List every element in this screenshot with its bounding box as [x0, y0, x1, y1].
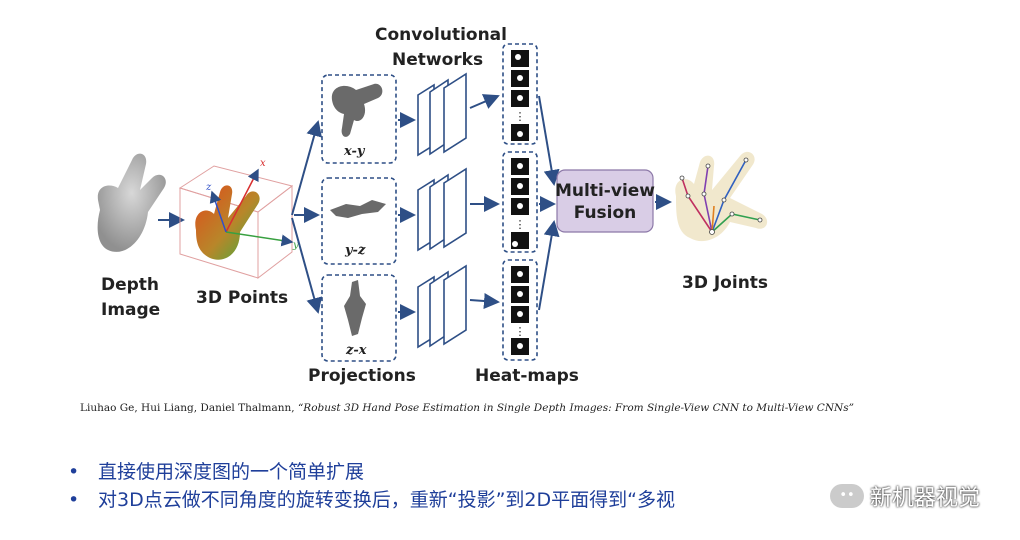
- citation-authors: Liuhao Ge, Hui Liang, Daniel Thalmann,: [80, 402, 298, 414]
- fusion-label-line1: Multi-view: [555, 181, 655, 201]
- bullet-symbol: •: [68, 489, 80, 511]
- fusion-box: Multi-view Fusion: [555, 169, 655, 233]
- watermark: •• 新机器视觉: [830, 480, 980, 512]
- bullet-symbol: •: [68, 461, 80, 483]
- heatmaps-label: Heat-maps: [475, 366, 579, 386]
- citation: Liuhao Ge, Hui Liang, Daniel Thalmann, “…: [80, 402, 854, 414]
- proj-xy-label: x-y: [343, 144, 366, 159]
- arrows-proj-to-cnn: [398, 112, 416, 320]
- heatmaps-column-2: ⋮: [502, 151, 538, 253]
- proj-zx-label: z-x: [345, 343, 367, 358]
- conv-label-line2: Networks: [392, 50, 483, 70]
- joints-hand: [675, 151, 768, 242]
- fusion-label-line2: Fusion: [574, 203, 637, 223]
- bullet-item-2: • 对3D点云做不同角度的旋转变换后，重新“投影”到2D平面得到“多视: [68, 486, 675, 514]
- watermark-text: 新机器视觉: [870, 486, 981, 511]
- citation-title: “Robust 3D Hand Pose Estimation in Singl…: [297, 402, 854, 414]
- axis-z-label: z: [205, 182, 212, 193]
- bullet-list: • 直接使用深度图的一个简单扩展 • 对3D点云做不同角度的旋转变换后，重新“投影”…: [68, 458, 675, 514]
- pipeline-diagram: Depth Image x y z 3D Points x-y y-z z-x …: [97, 25, 768, 386]
- svg-text:⋮: ⋮: [515, 110, 526, 123]
- branch-arrows: [291, 120, 322, 314]
- bullet-item-1: • 直接使用深度图的一个简单扩展: [68, 458, 675, 486]
- projection-xy: x-y: [321, 74, 397, 164]
- svg-text:⋮: ⋮: [515, 218, 526, 231]
- projections-label: Projections: [308, 366, 416, 386]
- joints-label: 3D Joints: [682, 273, 768, 293]
- depth-label-line2: Image: [101, 300, 160, 320]
- heatmaps-column-3: ⋮: [502, 259, 538, 361]
- point-cloud-3d: x y z: [178, 158, 299, 280]
- heatmaps-column-1: ⋮: [502, 43, 538, 145]
- conv-label-line1: Convolutional: [375, 25, 507, 45]
- depth-image-hand: [97, 153, 166, 252]
- arrows-cnn-to-heatmaps: [469, 94, 500, 309]
- depth-label-line1: Depth: [101, 275, 159, 295]
- cnn-stacks: [417, 72, 467, 349]
- arrows-heatmaps-to-fusion: [538, 95, 560, 311]
- bullet-text-2: 对3D点云做不同角度的旋转变换后，重新“投影”到2D平面得到“多视: [98, 489, 675, 511]
- axis-y-label: y: [292, 240, 299, 251]
- wechat-icon: ••: [830, 484, 864, 508]
- axis-x-label: x: [260, 158, 266, 169]
- proj-yz-label: y-z: [344, 243, 366, 258]
- svg-text:⋮: ⋮: [515, 325, 526, 338]
- points-label: 3D Points: [196, 288, 288, 308]
- projection-zx: z-x: [321, 274, 397, 362]
- bullet-text-1: 直接使用深度图的一个简单扩展: [98, 461, 365, 483]
- projection-yz: y-z: [321, 177, 397, 265]
